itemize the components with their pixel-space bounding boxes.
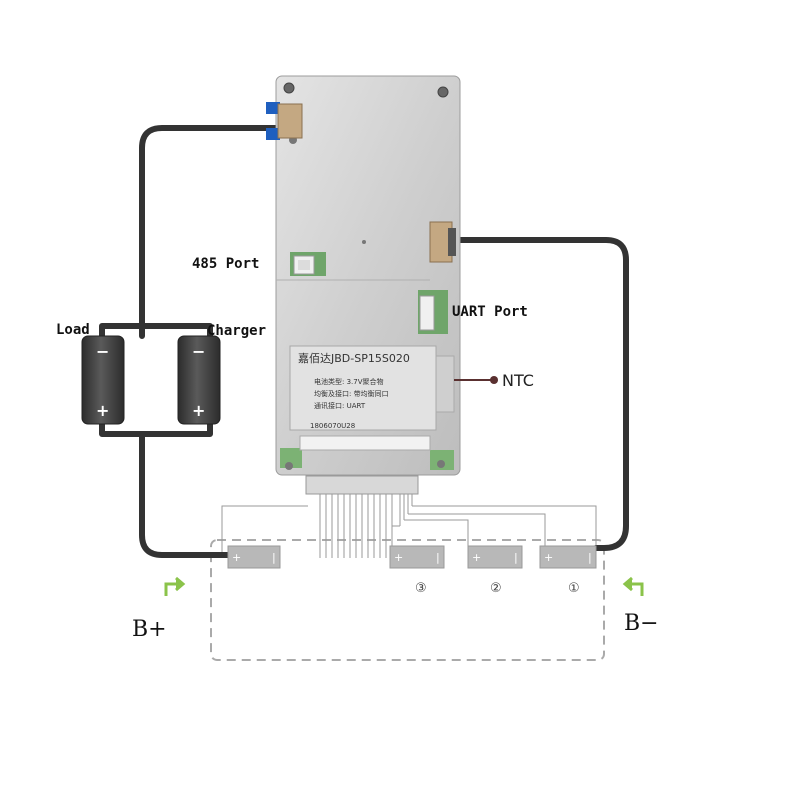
sticker-line-3: 通讯接口: UART xyxy=(314,401,366,410)
label-uart-port: UART Port xyxy=(452,304,528,320)
cell-2-plus: + xyxy=(472,551,481,564)
battery-pack-outline xyxy=(210,539,605,661)
label-load: Load xyxy=(56,322,90,338)
load-battery: − + xyxy=(81,335,125,425)
cell-3: + | ③ xyxy=(389,545,445,596)
screw-hole xyxy=(285,462,293,470)
label-b-minus: B− xyxy=(624,611,659,636)
screw-hole xyxy=(437,86,449,98)
cell-2-minus: | xyxy=(514,551,518,564)
cell-3-number: ③ xyxy=(415,581,427,596)
balance-connector xyxy=(305,475,419,495)
cell-3-minus: | xyxy=(436,551,440,564)
485-port-connector xyxy=(293,255,315,275)
screw-hole xyxy=(283,82,295,94)
charger-battery-plus: + xyxy=(192,401,205,420)
b-minus-arrow-icon xyxy=(622,576,644,596)
sticker-line-1: 电池类型: 3.7V聚合物 xyxy=(314,377,384,386)
main-cables xyxy=(99,125,629,558)
sticker-line-2: 均衡及接口: 带均衡同口 xyxy=(314,389,389,398)
cell-1: + | ① xyxy=(539,545,597,596)
ntc-probe xyxy=(435,355,498,413)
charger-battery-minus: − xyxy=(192,342,205,361)
b-plus-arrow-icon xyxy=(164,576,186,596)
screw-hole xyxy=(437,460,445,468)
cell-first-minus: | xyxy=(272,551,276,564)
power-terminal-top xyxy=(266,102,303,140)
b-minus-cable xyxy=(437,237,629,551)
cell-first-plus: + xyxy=(232,551,241,564)
load-charger-positive-cable xyxy=(139,125,291,339)
sticker-serial: 1806070U28 xyxy=(310,422,355,430)
load-battery-plus: + xyxy=(96,401,109,420)
top-cross-cable xyxy=(99,323,213,339)
cell-1-number: ① xyxy=(568,581,580,596)
cell-1-plus: + xyxy=(544,551,553,564)
balance-header xyxy=(299,435,431,451)
label-ntc: NTC xyxy=(502,371,534,390)
b-plus-cable xyxy=(139,431,235,558)
sticker-title: 嘉佰达JBD-SP15S020 xyxy=(298,351,410,365)
label-b-plus: B+ xyxy=(132,617,167,642)
power-terminal-right xyxy=(429,221,456,263)
cell-3-plus: + xyxy=(394,551,403,564)
uart-port-connector xyxy=(419,295,435,331)
charger-battery: − + xyxy=(177,335,221,425)
label-charger: Charger xyxy=(207,323,266,339)
screw-hole xyxy=(362,240,366,244)
label-485-port: 485 Port xyxy=(192,256,259,272)
product-sticker: 嘉佰达JBD-SP15S020 电池类型: 3.7V聚合物 均衡及接口: 带均衡… xyxy=(289,345,437,431)
cell-1-minus: | xyxy=(588,551,592,564)
bottom-cross-cable xyxy=(99,415,213,437)
cell-first: + | xyxy=(227,545,281,569)
cell-2-number: ② xyxy=(490,581,502,596)
cell-2: + | ② xyxy=(467,545,523,596)
load-battery-minus: − xyxy=(96,342,109,361)
balance-wires xyxy=(221,492,597,558)
